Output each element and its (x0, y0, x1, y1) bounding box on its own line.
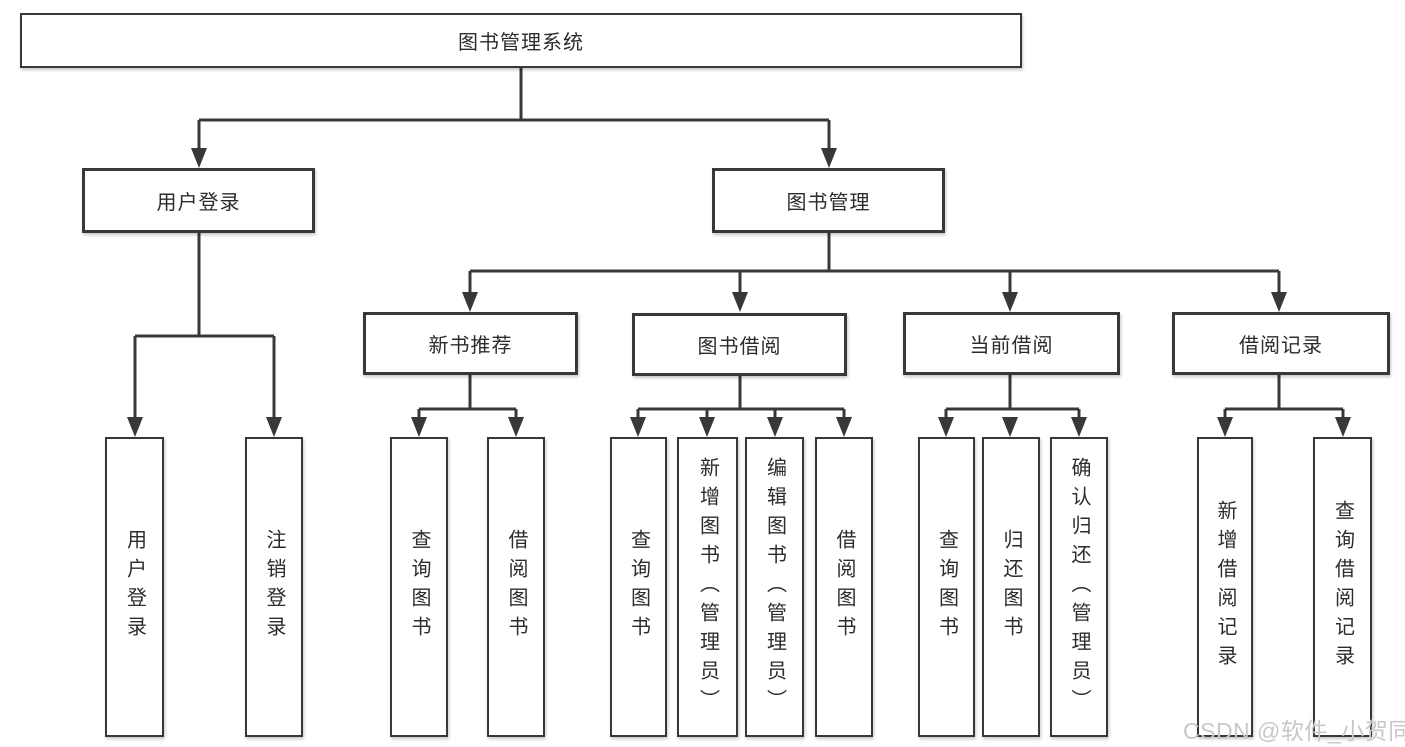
node-user-login: 用户登录 (82, 168, 315, 233)
arrow-down-icon (1002, 292, 1018, 312)
leaf-logout: 注销登录 (245, 437, 303, 737)
arrow-down-icon (699, 417, 715, 437)
node-book-borrow: 图书借阅 (632, 313, 847, 376)
leaf-edit-book-admin: 编辑图书（管理员） (745, 437, 804, 737)
leaf-borrow-books: 借阅图书 (815, 437, 873, 737)
arrowheads (127, 148, 1351, 437)
node-new-book-recommend: 新书推荐 (363, 312, 578, 375)
leaf-user-login-label: 用户登录 (123, 529, 146, 645)
leaf-add-borrow-record-label: 新增借阅记录 (1214, 500, 1236, 674)
leaf-logout-label: 注销登录 (263, 529, 285, 645)
leaf-query-books-recommend: 查询图书 (390, 437, 448, 737)
leaf-query-books-current-label: 查询图书 (935, 529, 958, 645)
node-borrow-records: 借阅记录 (1172, 312, 1390, 375)
arrow-down-icon (191, 148, 207, 168)
leaf-add-book-admin-label: 新增图书（管理员） (696, 456, 719, 718)
node-current-borrow: 当前借阅 (903, 312, 1120, 375)
arrow-down-icon (767, 417, 783, 437)
arrow-down-icon (508, 417, 524, 437)
leaf-confirm-return-admin-label: 确认归还（管理员） (1068, 456, 1090, 718)
leaf-query-borrow-record-label: 查询借阅记录 (1331, 500, 1354, 674)
arrow-down-icon (630, 417, 646, 437)
leaf-confirm-return-admin: 确认归还（管理员） (1050, 437, 1108, 737)
watermark: CSDN @软件_小贺同学 (1183, 718, 1405, 744)
arrow-down-icon (821, 148, 837, 168)
node-book-management-label: 图书管理 (786, 192, 871, 214)
node-new-book-recommend-label: 新书推荐 (428, 335, 513, 357)
node-borrow-records-label: 借阅记录 (1239, 335, 1323, 357)
node-root: 图书管理系统 (20, 13, 1022, 68)
leaf-borrow-books-recommend: 借阅图书 (487, 437, 545, 737)
arrow-down-icon (836, 417, 852, 437)
leaf-query-books-recommend-label: 查询图书 (408, 529, 430, 645)
node-book-borrow-label: 图书借阅 (697, 336, 782, 358)
arrow-down-icon (266, 417, 282, 437)
leaf-edit-book-admin-label: 编辑图书（管理员） (763, 456, 786, 718)
arrow-down-icon (1271, 292, 1287, 312)
leaf-add-book-admin: 新增图书（管理员） (677, 437, 738, 737)
leaf-query-books-borrow-label: 查询图书 (627, 529, 650, 645)
leaf-query-books-borrow: 查询图书 (610, 437, 667, 737)
connector-path (133, 68, 1345, 422)
node-root-label: 图书管理系统 (458, 32, 584, 54)
leaf-return-book: 归还图书 (982, 437, 1040, 737)
node-book-management: 图书管理 (712, 168, 945, 233)
leaf-user-login: 用户登录 (105, 437, 164, 737)
leaf-add-borrow-record: 新增借阅记录 (1197, 437, 1253, 737)
arrow-down-icon (1335, 417, 1351, 437)
node-current-borrow-label: 当前借阅 (969, 335, 1054, 357)
leaf-return-book-label: 归还图书 (1000, 529, 1022, 645)
arrow-down-icon (411, 417, 427, 437)
arrow-down-icon (1071, 417, 1087, 437)
leaf-borrow-books-recommend-label: 借阅图书 (505, 529, 527, 645)
arrow-down-icon (1002, 417, 1018, 437)
arrow-down-icon (938, 417, 954, 437)
node-user-login-label: 用户登录 (156, 192, 241, 214)
arrow-down-icon (1217, 417, 1233, 437)
leaf-query-borrow-record: 查询借阅记录 (1313, 437, 1372, 737)
arrow-down-icon (732, 292, 748, 312)
arrow-down-icon (462, 292, 478, 312)
arrow-down-icon (127, 417, 143, 437)
leaf-query-books-current: 查询图书 (918, 437, 975, 737)
leaf-borrow-books-label: 借阅图书 (833, 529, 855, 645)
